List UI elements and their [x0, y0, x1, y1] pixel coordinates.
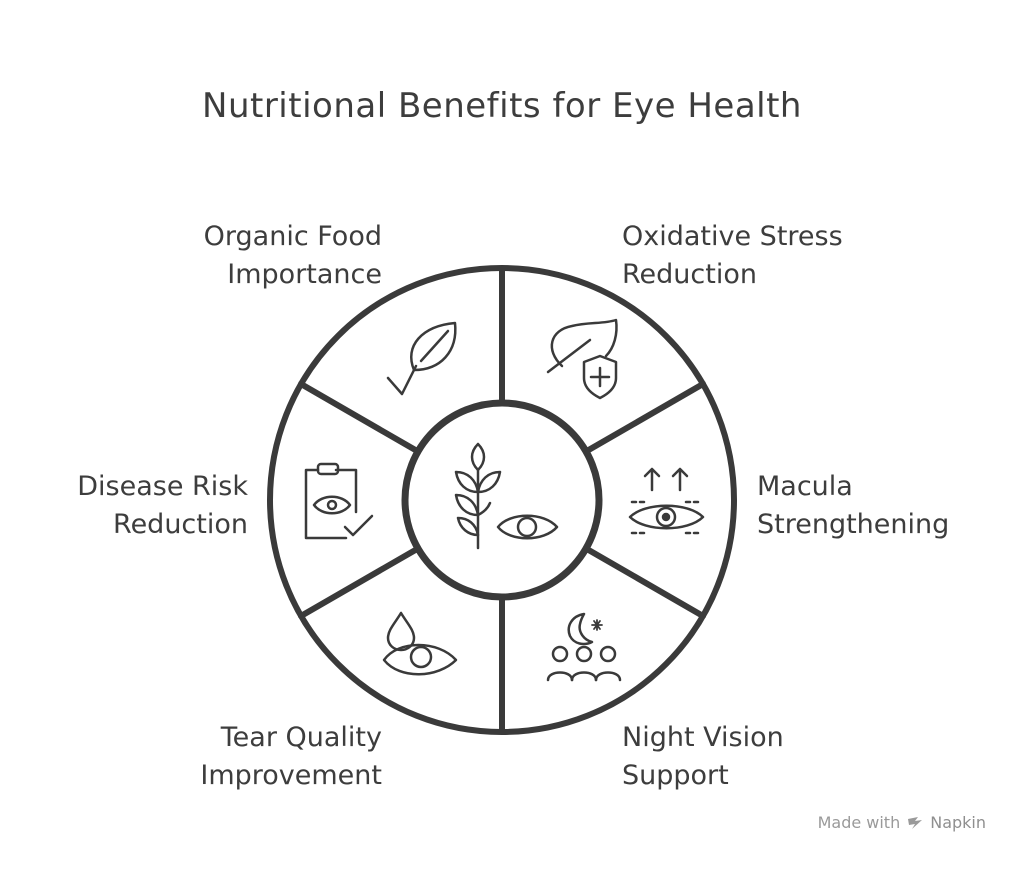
- label-night-vision: Night Vision Support: [622, 719, 862, 795]
- label-line: Tear Quality: [220, 722, 382, 753]
- label-line: Support: [622, 760, 729, 791]
- moon-people-icon: [546, 612, 622, 682]
- label-line: Oxidative Stress: [622, 221, 843, 252]
- label-oxidative-stress: Oxidative Stress Reduction: [622, 218, 882, 294]
- label-organic-food: Organic Food Importance: [150, 218, 382, 294]
- watermark-made-with: Made with: [817, 813, 901, 832]
- label-line: Reduction: [113, 509, 248, 540]
- label-tear-quality: Tear Quality Improvement: [150, 719, 382, 795]
- inner-ring: [401, 399, 603, 601]
- divider-bottom-left: [298, 545, 421, 619]
- napkin-watermark: Made with Napkin: [818, 813, 986, 832]
- label-line: Improvement: [200, 760, 382, 791]
- droplet-eye-icon: [382, 611, 458, 676]
- label-line: Night Vision: [622, 722, 784, 753]
- divider-top-right: [583, 381, 706, 455]
- label-disease-risk: Disease Risk Reduction: [30, 468, 248, 544]
- segment-dividers: [298, 265, 706, 735]
- label-line: Macula: [757, 471, 853, 502]
- napkin-logo-icon: [908, 816, 923, 829]
- leaf-shield-icon: [546, 318, 618, 400]
- diagram-title: Nutritional Benefits for Eye Health: [202, 86, 802, 126]
- label-line: Reduction: [622, 259, 757, 290]
- label-line: Organic Food: [203, 221, 382, 252]
- divider-top-left: [298, 381, 421, 455]
- watermark-brand: Napkin: [930, 813, 986, 832]
- eye-arrows-up-icon: [628, 467, 705, 535]
- clipboard-eye-check-icon: [304, 462, 374, 540]
- divider-bottom-right: [583, 545, 706, 619]
- label-line: Importance: [227, 259, 382, 290]
- plant-eye-icon: [454, 442, 559, 550]
- label-line: Strengthening: [757, 509, 950, 540]
- label-macula: Macula Strengthening: [757, 468, 997, 544]
- label-line: Disease Risk: [77, 471, 248, 502]
- leaf-check-icon: [386, 321, 457, 396]
